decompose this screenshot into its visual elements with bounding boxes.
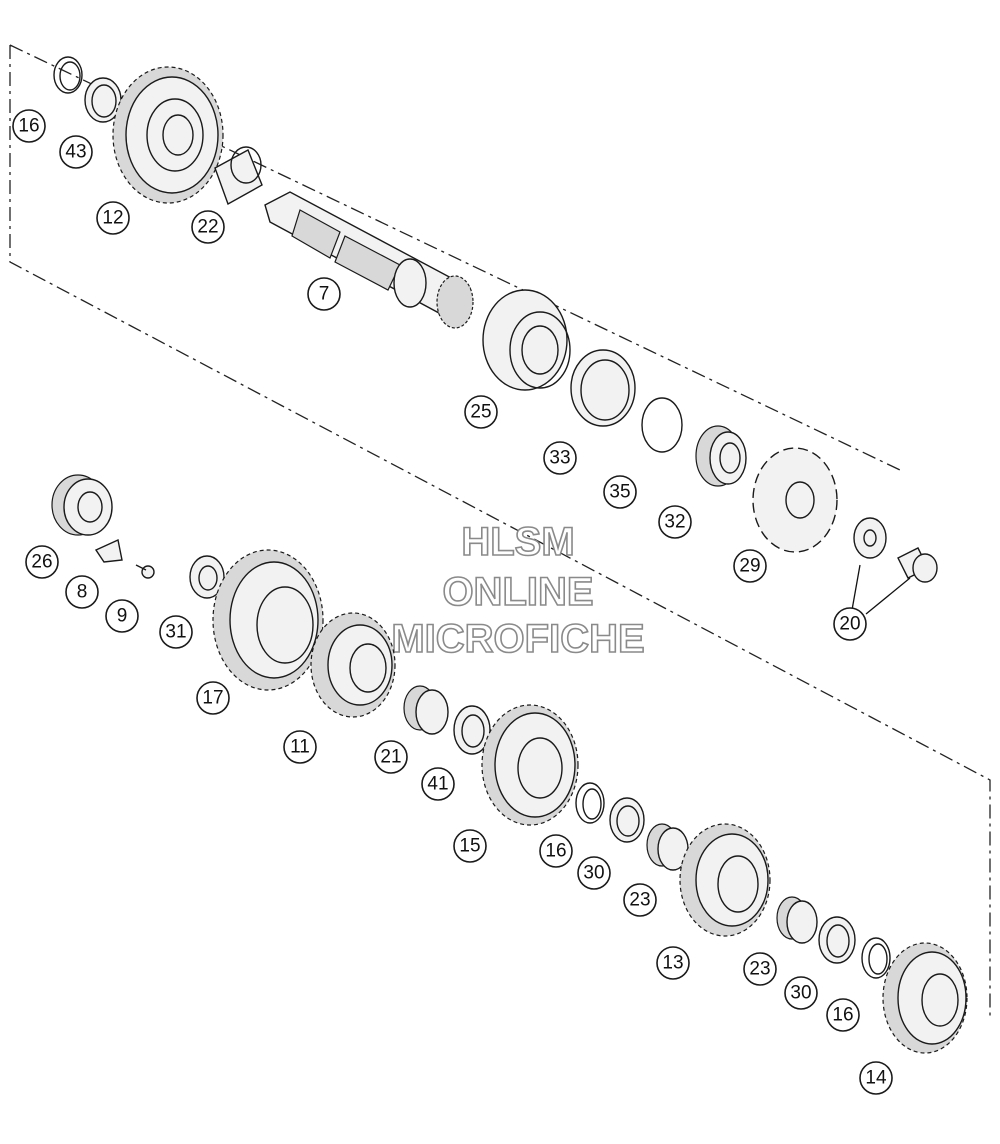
callout-30-low[interactable]: 30 (784, 976, 818, 1010)
callout-29[interactable]: 29 (733, 549, 767, 583)
callout-30-mid[interactable]: 30 (577, 856, 611, 890)
svg-text:12: 12 (102, 208, 123, 229)
svg-text:16: 16 (545, 841, 566, 862)
needle-bearing-part-23-mid[interactable] (646, 823, 689, 871)
washer-part-20[interactable] (853, 517, 887, 559)
svg-text:41: 41 (427, 774, 448, 795)
callout-12[interactable]: 12 (96, 201, 130, 235)
gear-part-17[interactable] (212, 549, 324, 691)
callout-23-low[interactable]: 23 (743, 952, 777, 986)
svg-text:15: 15 (459, 836, 480, 857)
callout-16-mid[interactable]: 16 (539, 834, 573, 868)
leader-line-20-washer (851, 564, 861, 611)
watermark-line-1: HLSM (461, 520, 574, 564)
callout-11[interactable]: 11 (283, 730, 317, 764)
callout-32[interactable]: 32 (658, 505, 692, 539)
svg-text:31: 31 (165, 622, 186, 643)
callout-21[interactable]: 21 (374, 740, 408, 774)
thrust-washer-part-31[interactable] (189, 555, 225, 599)
svg-text:16: 16 (832, 1005, 853, 1026)
main-shaft-part-7[interactable] (264, 191, 474, 329)
callout-31[interactable]: 31 (159, 615, 193, 649)
callout-20[interactable]: 20 (833, 607, 867, 641)
svg-text:33: 33 (549, 448, 570, 469)
svg-text:8: 8 (77, 582, 88, 603)
svg-text:32: 32 (664, 512, 685, 533)
gear-part-12[interactable] (112, 66, 224, 204)
ball-bearing-part-26[interactable] (51, 474, 113, 536)
callout-25[interactable]: 25 (464, 395, 498, 429)
gear-part-11[interactable] (310, 612, 396, 718)
needle-bearing-part-23-low[interactable] (776, 896, 818, 944)
needle-bearing-part-21[interactable] (403, 685, 449, 735)
lock-plate-part-8[interactable] (94, 538, 123, 563)
callout-9[interactable]: 9 (105, 599, 139, 633)
svg-text:21: 21 (380, 747, 401, 768)
circlip-part-16-low[interactable] (861, 937, 891, 979)
callout-33[interactable]: 33 (543, 441, 577, 475)
svg-text:20: 20 (839, 614, 860, 635)
callout-26[interactable]: 26 (25, 545, 59, 579)
thrust-washer-part-41[interactable] (453, 705, 491, 755)
callout-41[interactable]: 41 (421, 767, 455, 801)
svg-text:35: 35 (609, 482, 630, 503)
spacer-part-32[interactable] (695, 425, 747, 487)
callout-35[interactable]: 35 (603, 475, 637, 509)
circlip-part-16-mid[interactable] (575, 782, 605, 824)
callout-16-low[interactable]: 16 (826, 998, 860, 1032)
callout-14[interactable]: 14 (859, 1061, 893, 1095)
thrust-washer-part-30-mid[interactable] (609, 797, 645, 843)
svg-text:26: 26 (31, 552, 52, 573)
svg-text:29: 29 (739, 556, 760, 577)
callout-17[interactable]: 17 (196, 681, 230, 715)
svg-text:9: 9 (117, 606, 128, 627)
thrust-washer-part-43[interactable] (84, 77, 122, 123)
watermark: HLSM ONLINE MICROFICHE (391, 519, 646, 662)
watermark-line-2: ONLINE (442, 570, 593, 614)
svg-text:14: 14 (865, 1068, 887, 1089)
o-ring-part-35[interactable] (641, 397, 683, 453)
svg-text:43: 43 (65, 142, 86, 163)
svg-text:23: 23 (629, 890, 650, 911)
bolt-part-20[interactable] (897, 547, 938, 583)
seal-ring-part-33[interactable] (570, 349, 636, 427)
svg-text:11: 11 (290, 737, 310, 758)
callout-43[interactable]: 43 (59, 135, 93, 169)
svg-text:17: 17 (202, 688, 223, 709)
svg-text:22: 22 (197, 217, 218, 238)
svg-text:7: 7 (319, 284, 330, 305)
callout-7[interactable]: 7 (307, 277, 341, 311)
svg-text:30: 30 (790, 983, 811, 1004)
leader-line-20-bolt (865, 577, 911, 615)
callout-22[interactable]: 22 (191, 210, 225, 244)
svg-text:25: 25 (470, 402, 491, 423)
thrust-washer-part-30-low[interactable] (818, 916, 856, 964)
callout-13[interactable]: 13 (656, 946, 690, 980)
gear-part-13[interactable] (679, 823, 771, 937)
callout-15[interactable]: 15 (453, 829, 487, 863)
circlip-part-16-top[interactable] (53, 56, 83, 94)
svg-text:16: 16 (18, 116, 39, 137)
needle-bearing-part-22[interactable] (214, 146, 263, 206)
gear-part-15[interactable] (481, 704, 579, 826)
svg-text:13: 13 (662, 953, 683, 974)
svg-text:30: 30 (583, 863, 604, 884)
gear-part-14[interactable] (882, 942, 968, 1054)
callout-16-top[interactable]: 16 (12, 109, 46, 143)
ball-bearing-part-25[interactable] (482, 289, 571, 391)
screw-part-9[interactable] (135, 564, 155, 579)
watermark-line-3: MICROFICHE (391, 617, 644, 661)
svg-text:23: 23 (749, 959, 770, 980)
callout-23-mid[interactable]: 23 (623, 883, 657, 917)
sprocket-part-29[interactable] (752, 447, 838, 553)
callout-8[interactable]: 8 (65, 575, 99, 609)
